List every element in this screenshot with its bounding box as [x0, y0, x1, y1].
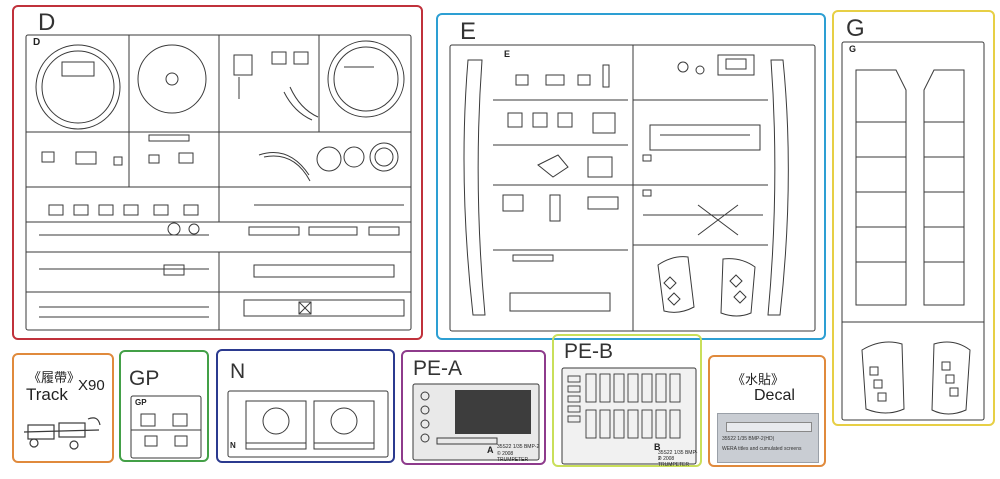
pe-b-panel: PE-B B 35S22 1/35 BMP-2 © 2008 TRUMPETER	[552, 334, 702, 468]
pe-b-letter: B	[654, 442, 661, 452]
pe-a-etch-line2: © 2008 TRUMPETER	[497, 451, 529, 463]
track-title: Track	[26, 385, 68, 404]
decal-stripe	[726, 422, 812, 432]
panel-n-title: N	[230, 360, 246, 383]
sprue-e-drawing	[449, 44, 816, 332]
pe-b-etch-line2: © 2008 TRUMPETER	[658, 456, 690, 468]
sprue-d-corner-label: D	[33, 37, 41, 48]
track-count: X90	[78, 377, 105, 394]
track-title-cjk: 《履帶》	[28, 370, 81, 385]
sprue-gp-corner-label: GP	[135, 398, 147, 407]
sprue-g-drawing	[841, 41, 985, 421]
pe-a-etch-line1: 35S22 1/35 BMP-2	[497, 444, 540, 450]
track-panel: 《履帶》 Track X90	[12, 353, 114, 463]
decal-line1: WERA titles and cumulated screens	[722, 446, 802, 452]
sprue-panel-d: D	[12, 5, 423, 340]
gp-panel: GP GP	[119, 350, 209, 462]
sprue-panel-g: G G	[832, 10, 995, 426]
decal-title: Decal	[754, 387, 795, 404]
panel-gp-title: GP	[129, 367, 160, 390]
pe-a-panel: PE-A A 35S22 1/35 BMP-2 © 2008 TRUMPETER	[401, 350, 546, 465]
pe-a-letter: A	[487, 445, 494, 455]
pe-b-fret-drawing	[561, 367, 697, 465]
decal-panel: 《水貼》 Decal 35522 1/35 BMP-2(HD) WERA tit…	[708, 355, 826, 467]
decal-title-cjk: 《水貼》	[732, 372, 785, 387]
track-link-drawing	[23, 417, 101, 450]
decal-code: 35522 1/35 BMP-2(HD)	[722, 436, 775, 442]
decal-sheet: 35522 1/35 BMP-2(HD) WERA titles and cum…	[717, 413, 819, 463]
sprue-d-drawing	[25, 34, 412, 331]
panel-d-title: D	[38, 9, 56, 36]
sprue-panel-e: E	[436, 13, 826, 340]
panel-e-title: E	[460, 18, 477, 45]
pe-b-etch-line1: 35S22 1/35 BMP-2	[658, 450, 698, 462]
panel-pe-b-title: PE-B	[564, 340, 614, 363]
pe-a-fret-drawing	[412, 383, 540, 461]
sprue-n-corner-label: N	[230, 441, 236, 450]
panel-g-title: G	[846, 15, 865, 42]
sprue-n-drawing	[227, 390, 389, 458]
sprue-e-corner-label: E	[504, 49, 511, 59]
sprue-g-corner-label: G	[849, 44, 857, 54]
panel-pe-a-title: PE-A	[413, 357, 463, 380]
n-panel: N N	[216, 349, 395, 463]
sprue-gp-drawing	[130, 395, 202, 459]
